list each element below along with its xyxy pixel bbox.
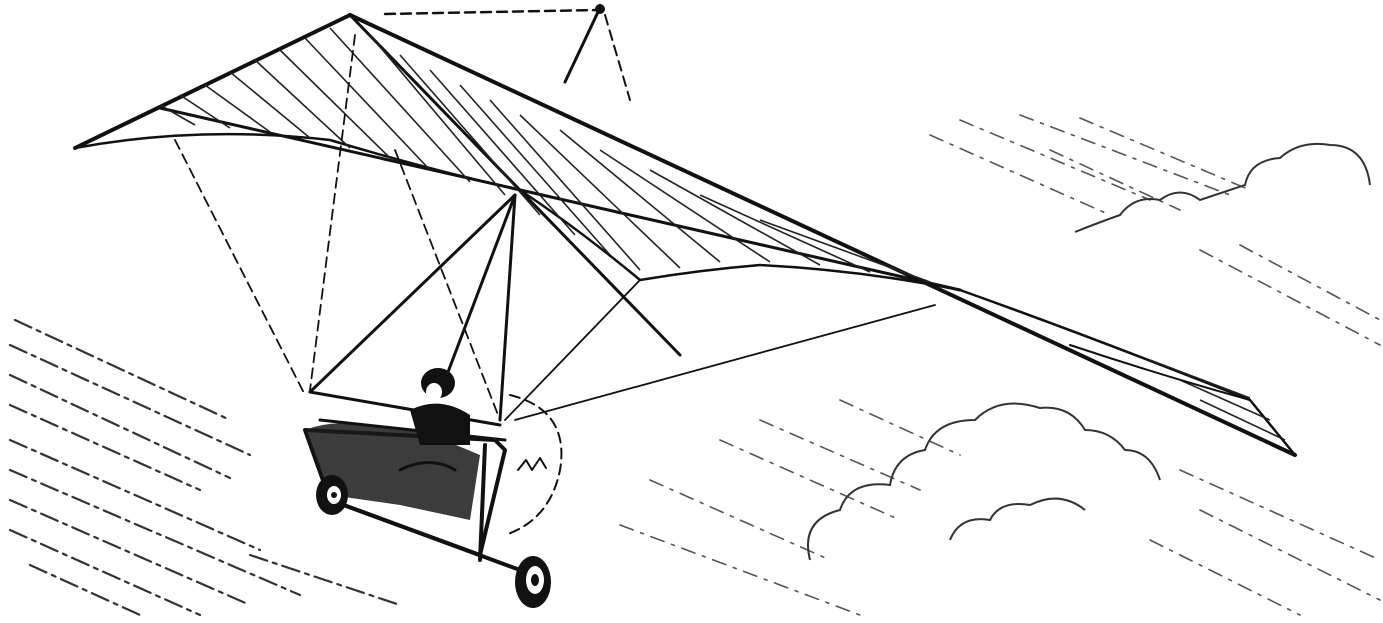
cloud-lower-right bbox=[807, 402, 1161, 561]
cloud-upper-right bbox=[1074, 142, 1371, 233]
rear-wheel bbox=[515, 556, 551, 608]
pilot bbox=[398, 368, 470, 472]
king-post-rigging bbox=[383, 4, 631, 101]
speed-lines-right-upper bbox=[929, 114, 1381, 346]
propeller-arc bbox=[504, 394, 563, 536]
front-wheel bbox=[316, 475, 348, 515]
propeller-blur bbox=[517, 457, 547, 471]
speed-lines-left bbox=[8, 318, 402, 617]
speed-lines-right-lower bbox=[619, 399, 1381, 616]
wing bbox=[73, 13, 1297, 457]
rigging-wires bbox=[174, 34, 936, 421]
a-frame bbox=[308, 193, 517, 427]
